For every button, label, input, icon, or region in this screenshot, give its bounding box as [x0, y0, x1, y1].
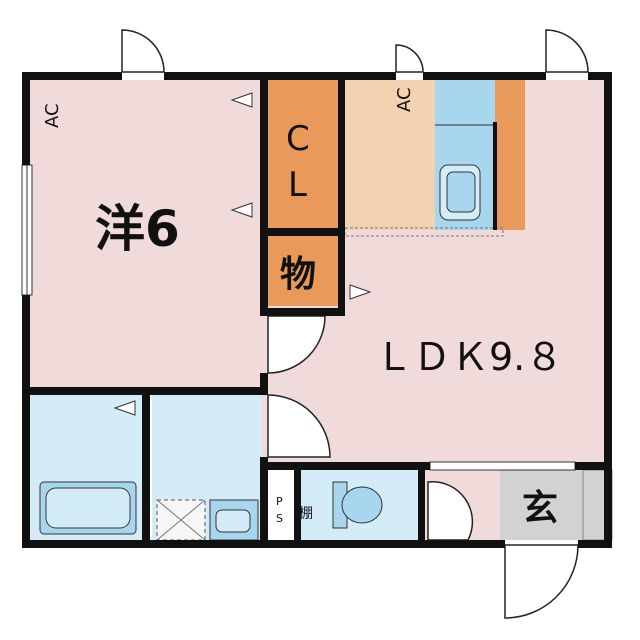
walls — [22, 72, 612, 548]
arrow-marker — [113, 400, 136, 416]
washer-pan-cross-2 — [156, 499, 206, 541]
ac-label-western: AC — [42, 103, 63, 128]
door-storage[interactable] — [267, 315, 326, 374]
ps-label-top: P — [276, 495, 283, 508]
door-washroom[interactable] — [267, 394, 331, 458]
door-kitchen-top[interactable] — [395, 44, 424, 73]
kitchen-sink-bowl — [446, 171, 476, 213]
closet-label-line2: L — [288, 165, 307, 205]
toilet-bowl — [341, 486, 383, 524]
door-entrance[interactable] — [504, 544, 579, 619]
ps-label-bottom: S — [276, 512, 283, 525]
ac-label-kitchen: AC — [394, 87, 415, 112]
western-room-floor — [30, 80, 262, 388]
door-toilet[interactable] — [427, 481, 474, 541]
ps-shaft — [270, 478, 294, 540]
ldk-label: ＬＤＫ9.８ — [375, 335, 563, 379]
door-west-bedroom[interactable] — [121, 29, 165, 73]
arrow-marker — [230, 202, 253, 218]
shelf-label: 棚 — [299, 506, 313, 522]
window-ldk-south — [429, 461, 576, 471]
kitchen-counter — [495, 80, 525, 230]
arrow-marker — [230, 92, 253, 108]
closet-label-line1: C — [286, 119, 310, 159]
closet-floor — [268, 80, 338, 228]
kitchen-floor — [345, 80, 435, 230]
storage-floor — [268, 236, 338, 306]
storage-label: 物 — [280, 254, 316, 295]
door-ldk-top[interactable] — [545, 29, 589, 73]
arrow-marker — [349, 284, 372, 300]
bathtub-inner — [45, 487, 131, 529]
entrance-label: 玄 — [522, 488, 558, 529]
western-room-label: 洋6 — [95, 200, 180, 258]
wash-basin-bowl — [215, 509, 251, 533]
